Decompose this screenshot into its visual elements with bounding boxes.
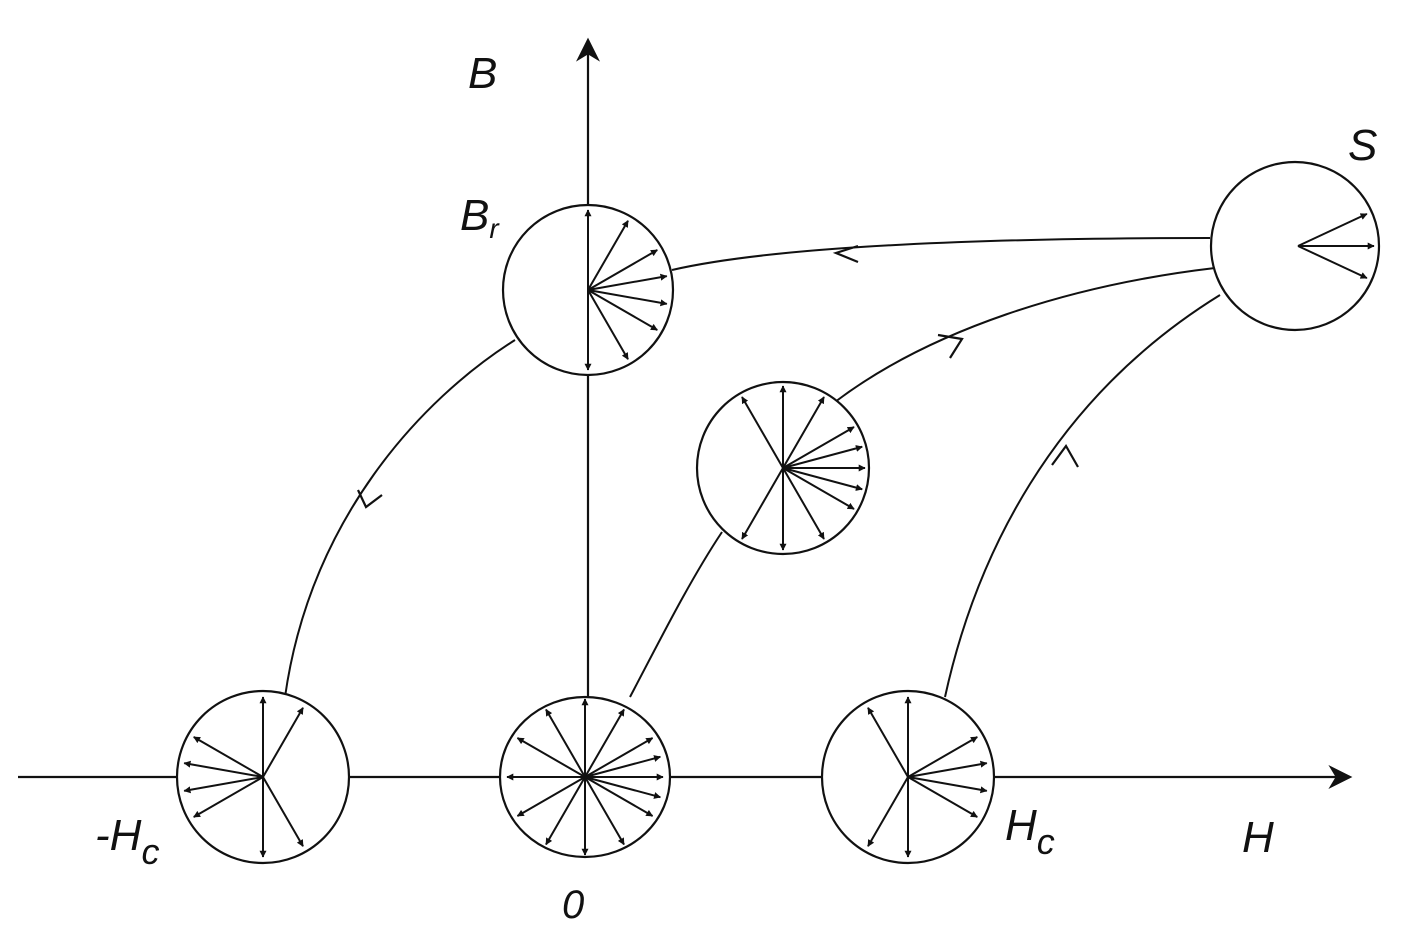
curve-origin-to-middle <box>630 532 722 697</box>
domain-saturation <box>1211 162 1379 330</box>
curve-remanence-to-neg-coercive <box>285 340 515 697</box>
domain-middle <box>697 382 869 554</box>
remanence-label-sub: r <box>489 213 500 244</box>
coercive-pos-label-main: H <box>1005 801 1037 850</box>
b-axis-label: B <box>468 49 497 98</box>
domain-remanence <box>503 205 673 375</box>
curve-saturation-to-remanence <box>672 238 1210 270</box>
curve-coercive-to-saturation <box>945 295 1220 697</box>
coercive-pos-label: Hc <box>1005 801 1055 862</box>
remanence-label-main: B <box>460 191 489 240</box>
saturation-label: S <box>1348 121 1377 170</box>
domain-coercive-pos <box>822 691 994 863</box>
coercive-neg-label: -Hc <box>95 811 159 872</box>
curve-arrow-right <box>1052 446 1078 467</box>
origin-label: 0 <box>562 883 584 927</box>
domain-coercive-neg <box>177 691 349 863</box>
curve-middle-to-saturation <box>835 268 1215 402</box>
h-axis-label: H <box>1242 813 1274 862</box>
coercive-neg-label-sub: c <box>141 831 159 872</box>
coercive-neg-label-main: -H <box>95 811 142 860</box>
coercive-pos-label-sub: c <box>1037 821 1055 862</box>
remanence-label: Br <box>460 191 500 244</box>
curve-arrow-middle <box>938 335 962 358</box>
domain-origin <box>500 697 670 857</box>
